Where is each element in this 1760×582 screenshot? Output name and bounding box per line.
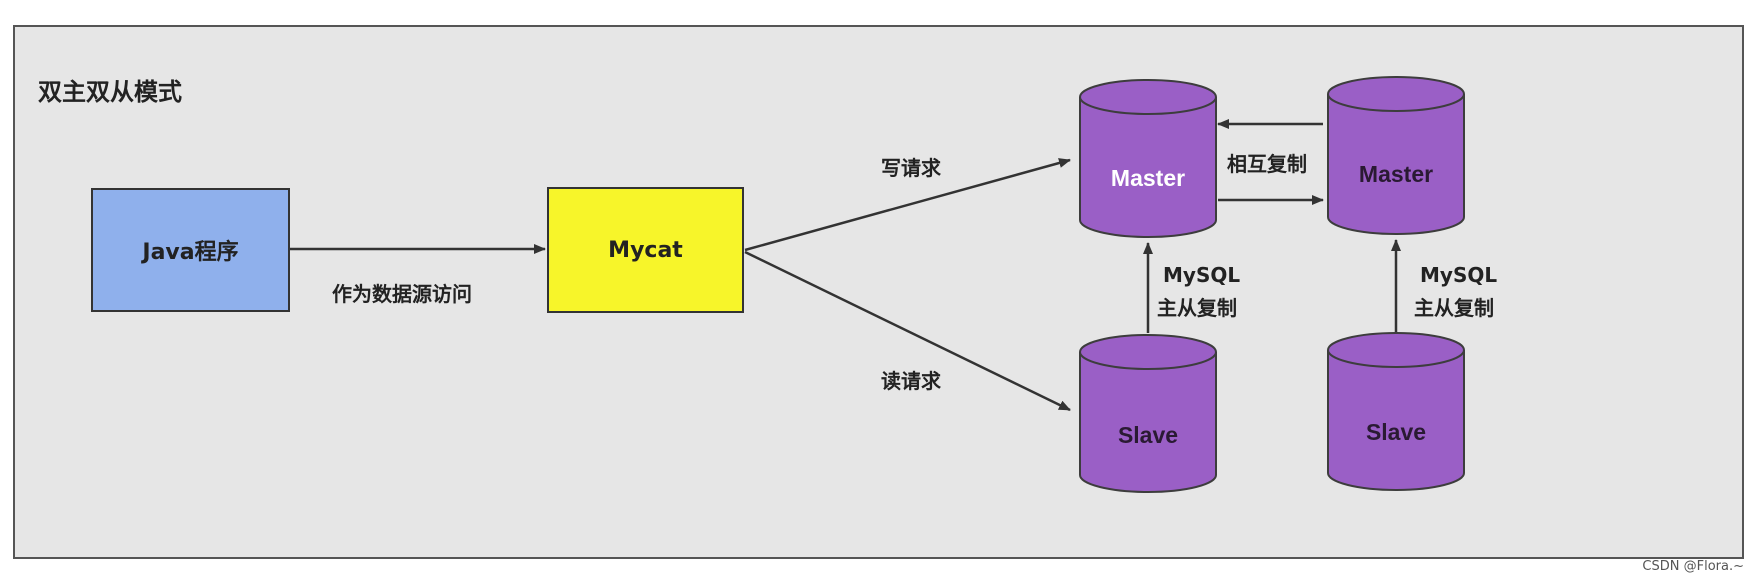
- mysql-replication-2-line2: 主从复制: [1414, 296, 1494, 320]
- master2-label: Master: [1359, 161, 1433, 187]
- write-request-arrow: [744, 158, 1071, 252]
- slave1-label: Slave: [1118, 422, 1178, 448]
- slave1-db: Slave: [1079, 334, 1217, 493]
- mycat-label: Mycat: [608, 237, 683, 263]
- read-request-label: 读请求: [881, 369, 941, 393]
- watermark-text: CSDN @Flora.~: [1642, 559, 1744, 574]
- read-request-arrow: [744, 250, 1071, 412]
- master2-db: Master: [1327, 76, 1465, 235]
- mycat-box: Mycat: [547, 187, 744, 313]
- java-program-box: Java程序: [91, 188, 290, 312]
- master1-label: Master: [1111, 165, 1185, 191]
- slave2-db: Slave: [1327, 332, 1465, 491]
- master1-db: Master: [1079, 79, 1217, 238]
- mysql-replication-2-line1: MySQL: [1420, 263, 1498, 287]
- java-program-label: Java程序: [142, 240, 239, 265]
- diagram-title: 双主双从模式: [38, 78, 182, 106]
- java-to-mycat-label: 作为数据源访问: [332, 282, 472, 306]
- mutual-replication-label: 相互复制: [1227, 152, 1307, 176]
- mysql-replication-1-line2: 主从复制: [1157, 296, 1237, 320]
- mysql-replication-1-line1: MySQL: [1163, 263, 1241, 287]
- slave2-label: Slave: [1366, 419, 1426, 445]
- write-request-label: 写请求: [881, 156, 941, 180]
